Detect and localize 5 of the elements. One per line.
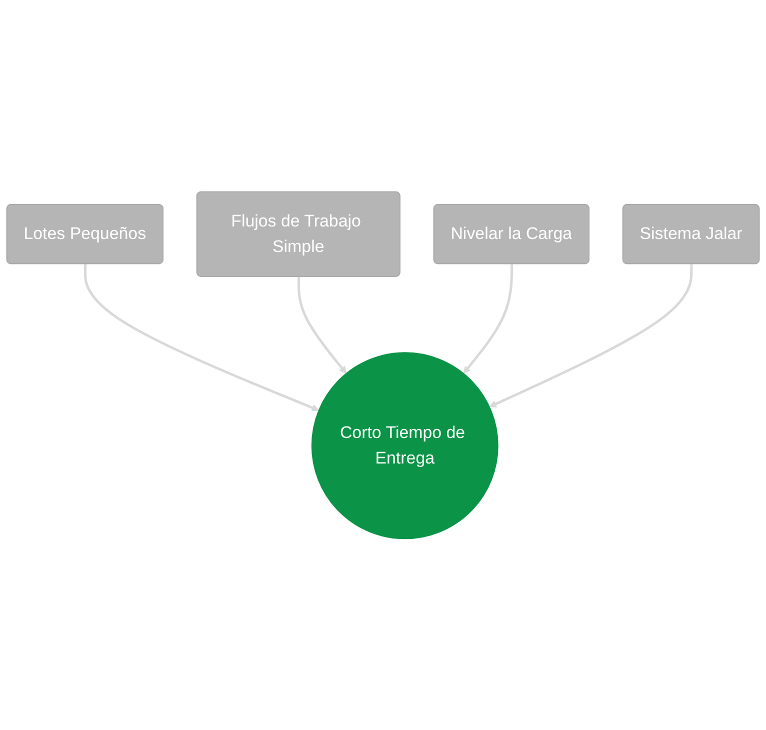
arrow xyxy=(84,264,320,411)
node-circle: Corto Tiempo de Entrega xyxy=(311,352,498,539)
arrow xyxy=(463,264,514,374)
arrow xyxy=(297,276,347,374)
arrow xyxy=(489,264,693,408)
